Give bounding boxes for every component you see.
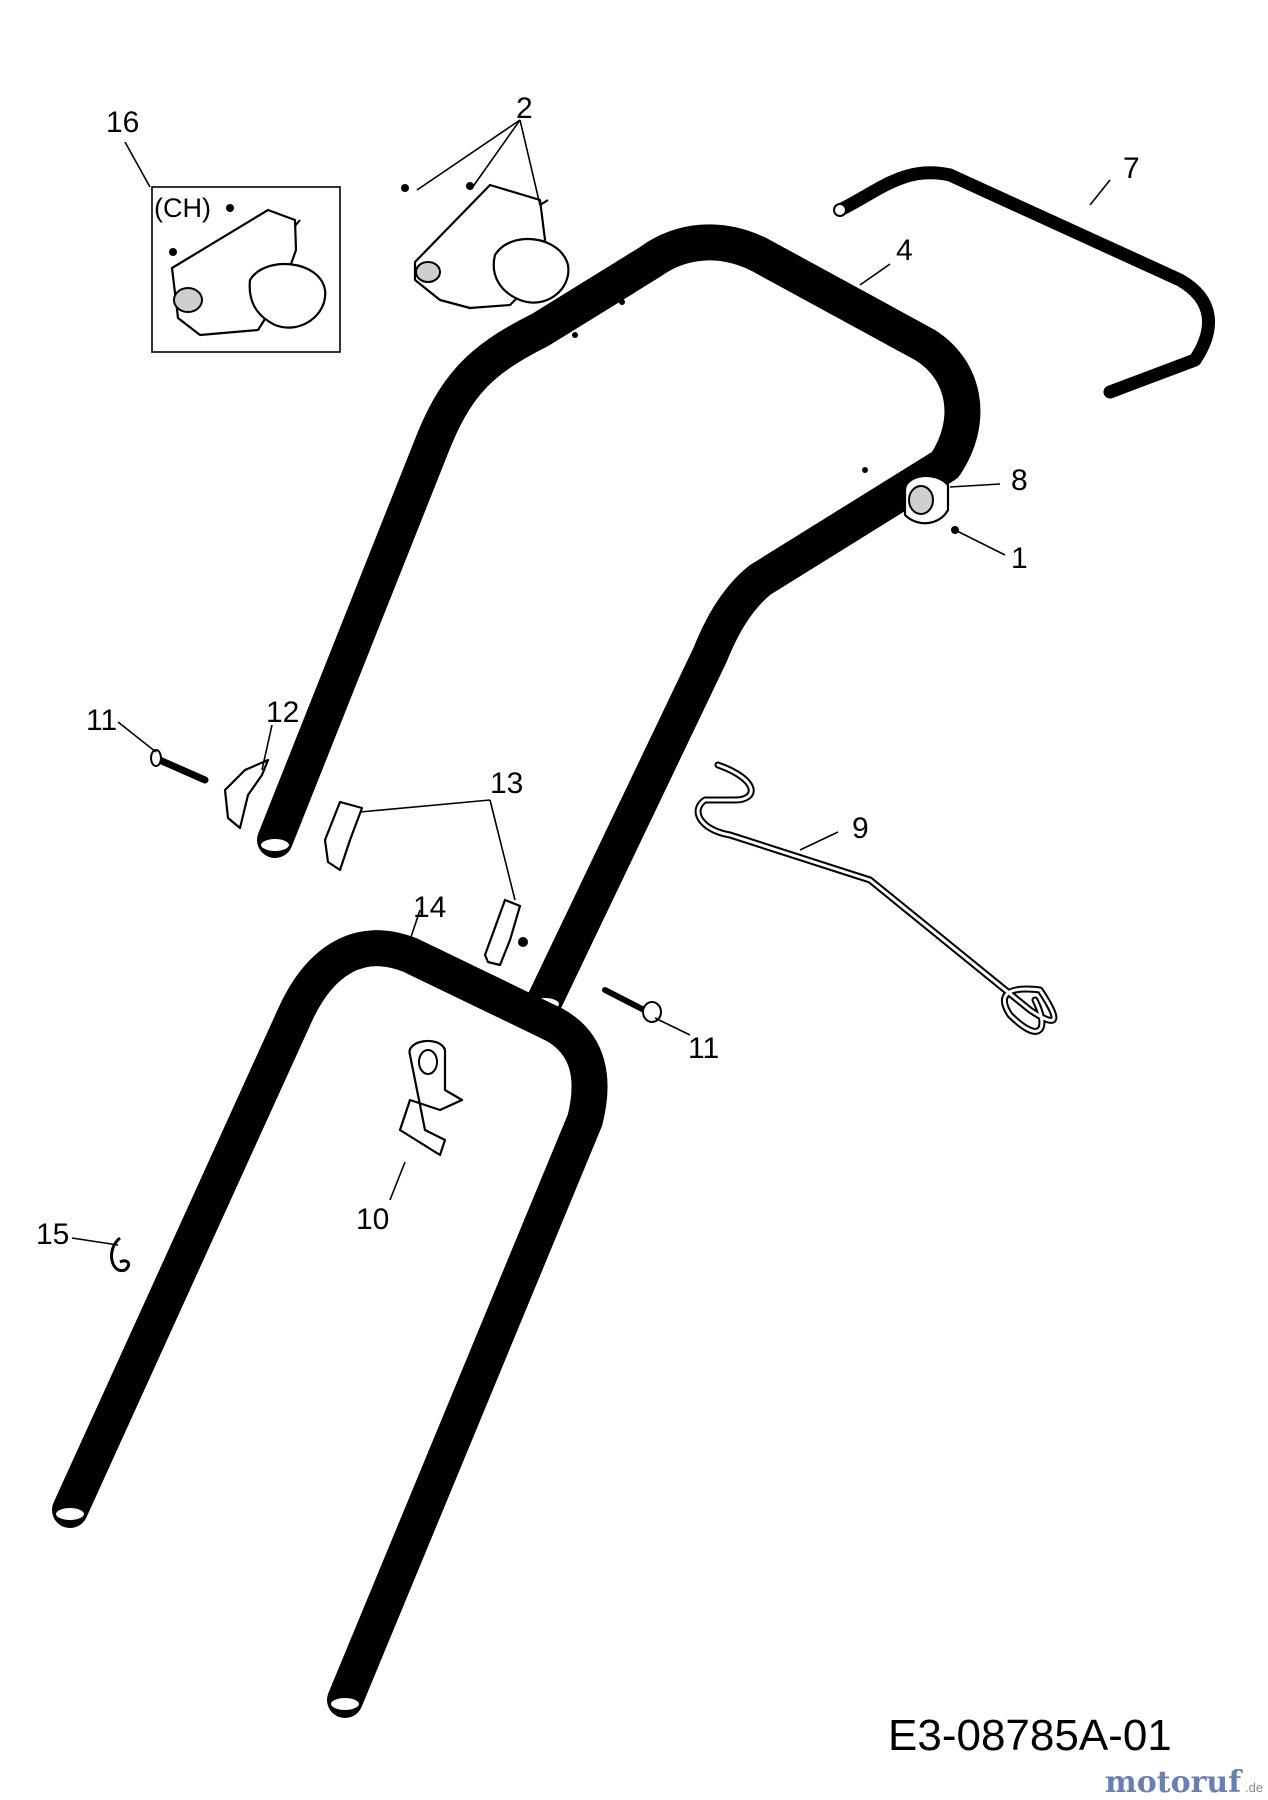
- callouts: 16 2 7 4 8 1 11 12 13 9 14 11 10 15: [36, 92, 1140, 1251]
- callout-14: 14: [413, 891, 446, 924]
- callout-13: 13: [490, 767, 523, 800]
- screw-icon: [169, 204, 234, 256]
- cable-guide-part-2: [401, 182, 570, 310]
- callout-1: 1: [1011, 542, 1028, 575]
- knob-part-13-upper: [323, 800, 364, 872]
- part-16-inset-box: (CH): [151, 186, 341, 353]
- bolt-part-11-right: [602, 987, 662, 1023]
- hairpin-clip-part-15: [110, 1236, 131, 1273]
- callout-8: 8: [1011, 464, 1028, 497]
- upper-handle-part-4: [257, 224, 981, 1018]
- callout-10: 10: [356, 1203, 389, 1236]
- watermark-logo: motoruf .de: [1105, 1765, 1263, 1800]
- watermark-brand: motoruf: [1105, 1765, 1243, 1800]
- callout-15: 15: [36, 1218, 69, 1251]
- clamp-part-8: [903, 474, 959, 534]
- callout-11-left: 11: [86, 704, 117, 737]
- bail-bar-part-7: [833, 166, 1215, 399]
- cable-guide-ch: [170, 208, 327, 337]
- control-wire-part-9: [694, 761, 1058, 1035]
- knob-part-13-lower: [483, 898, 528, 967]
- lower-handle-part-14: [52, 930, 608, 1718]
- region-tag-ch: (CH): [154, 193, 211, 223]
- callout-12: 12: [266, 696, 299, 729]
- callout-11-right: 11: [688, 1032, 719, 1065]
- callout-2: 2: [516, 92, 533, 125]
- leader-lines: [71, 119, 1111, 1246]
- cable-clip-part-10: [398, 1039, 464, 1157]
- callout-4: 4: [896, 234, 913, 267]
- drawing-code: E3-08785A-01: [888, 1711, 1172, 1760]
- callout-9: 9: [852, 812, 869, 845]
- bracket-part-12: [223, 758, 270, 830]
- callout-7: 7: [1123, 152, 1140, 185]
- watermark-tld: .de: [1245, 1780, 1263, 1795]
- bolt-part-11-left: [150, 749, 209, 784]
- callout-16: 16: [106, 106, 139, 139]
